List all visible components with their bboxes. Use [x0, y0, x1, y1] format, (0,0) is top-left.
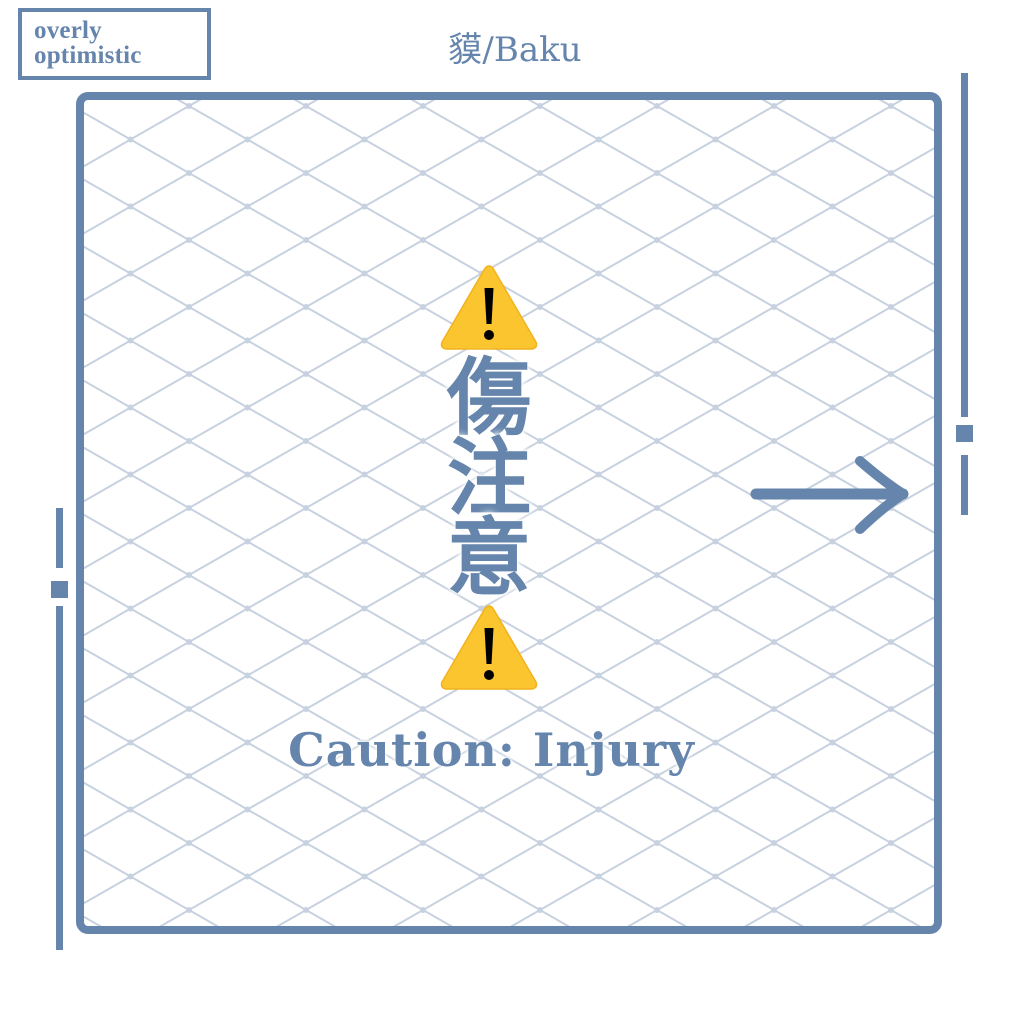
page-title: 貘/Baku [448, 30, 582, 70]
brand-line-1: overly [34, 17, 102, 44]
right-arrow-icon [750, 456, 909, 534]
brand-line-2: optimistic [34, 42, 142, 69]
right-rail-square [956, 425, 973, 442]
left-rail-line-short [56, 508, 63, 568]
right-rail-line-long [961, 73, 968, 417]
caution-sign: 傷 注 意 [439, 262, 539, 692]
lattice-pattern [84, 100, 934, 926]
warning-triangle-icon [440, 265, 538, 350]
sign-frame [76, 92, 942, 934]
kanji-injury: 傷 [446, 348, 531, 447]
kanji-block: 傷 注 意 [439, 352, 539, 602]
warning-triangle-icon [440, 605, 538, 690]
left-rail-line-long [56, 606, 63, 950]
brand-logo-box: overly optimistic [18, 8, 211, 80]
caution-caption: Caution: Injury [288, 723, 695, 777]
right-rail-line-short [961, 455, 968, 515]
kanji-caution-2: 意 [446, 508, 531, 607]
kanji-caution-1: 注 [446, 428, 531, 527]
left-rail-square [51, 581, 68, 598]
